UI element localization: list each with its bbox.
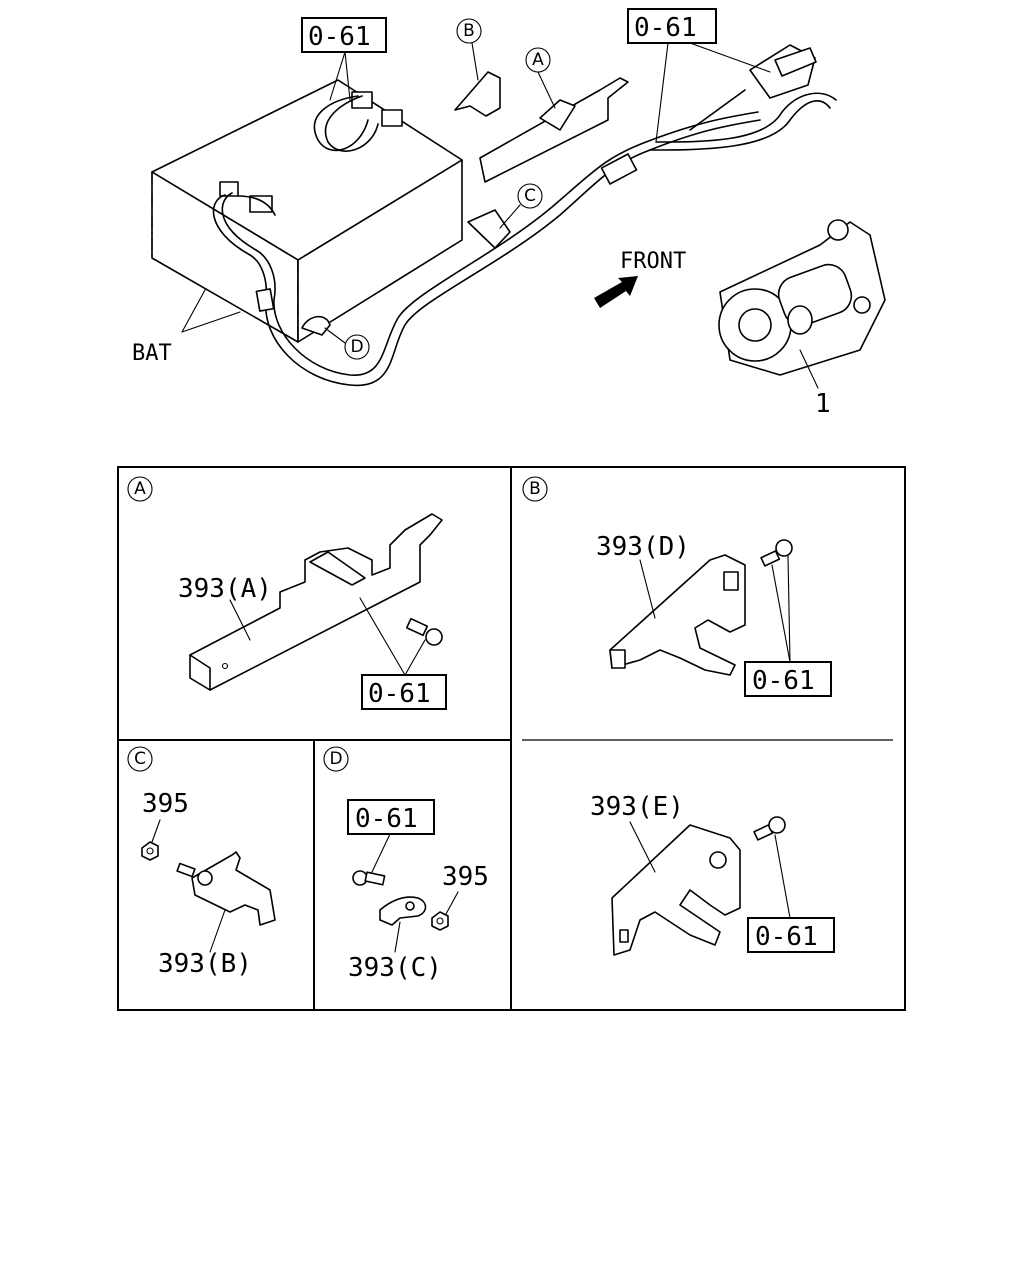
fastener-label-b-lower: 0-61 (755, 922, 818, 952)
panel-marker-c: C (134, 749, 146, 769)
bolt-0-61-d (352, 870, 386, 886)
bracket-393e (611, 824, 741, 956)
detail-ref-b: B (456, 18, 482, 81)
starter-ref-label: 1 (815, 389, 831, 419)
part-label-393a: 393(A) (178, 574, 272, 604)
detail-ref-c: C (499, 183, 543, 229)
panel-b: B 393(D) 0-61 393(E) 0-61 (522, 476, 835, 956)
front-arrow-icon (594, 276, 638, 308)
fastener-label-b-upper: 0-61 (752, 666, 815, 696)
terminal-post (219, 181, 239, 197)
fastener-label-a: 0-61 (368, 679, 431, 709)
callout-box (347, 799, 435, 835)
terminal-post (381, 109, 403, 127)
nut-label-395-d: 395 (442, 862, 489, 892)
callout-box (744, 661, 832, 697)
panel-marker-d: D (329, 749, 342, 769)
battery (151, 79, 463, 343)
bat-label: BAT (132, 341, 172, 366)
battery-cable (212, 89, 837, 387)
bracket-393c (379, 896, 427, 926)
bolt-0-61-b-upper (760, 539, 793, 567)
callout-box (301, 17, 387, 53)
overview-bracket-b (454, 71, 501, 117)
callout-061-right: 0-61 (634, 13, 697, 43)
part-label-393d: 393(D) (596, 532, 690, 562)
svg-text:B: B (463, 21, 475, 41)
detail-panels (117, 466, 906, 1011)
callout-box (627, 8, 717, 44)
svg-text:A: A (532, 50, 544, 70)
bracket-393a (189, 513, 443, 691)
bolt-0-61-b-lower (753, 816, 786, 841)
detail-ref-d: D (324, 327, 370, 360)
bracket-393b (176, 851, 276, 926)
fastener-label-d: 0-61 (355, 804, 418, 834)
front-label: FRONT (620, 249, 686, 274)
callout-061-left: 0-61 (308, 22, 371, 52)
callout-box (361, 674, 447, 710)
panel-d: D 0-61 395 393(C) (323, 746, 489, 983)
nut-395-d (431, 911, 449, 931)
relay-box (749, 44, 817, 99)
part-label-393c: 393(C) (348, 953, 442, 983)
panel-marker-b: B (529, 479, 541, 499)
svg-text:C: C (524, 186, 536, 206)
part-label-393e: 393(E) (590, 792, 684, 822)
overview-bracket-d (301, 315, 331, 336)
starter-motor (718, 219, 886, 376)
nut-395-c (141, 841, 159, 861)
callout-box (747, 917, 835, 953)
panel-c: C 395 393(B) (127, 746, 276, 979)
nut-label-395-c: 395 (142, 789, 189, 819)
overview-bracket-c (467, 209, 511, 249)
terminal-post (249, 195, 273, 213)
panel-marker-a: A (134, 479, 146, 499)
panel-a: A 393(A) 0-61 (127, 476, 447, 710)
terminal-post (351, 91, 373, 109)
bracket-393d (609, 554, 746, 676)
overview-bracket-a (479, 77, 629, 183)
overview-illustration: FRONT BAT 1 0-61 0-61 B A C (132, 8, 886, 419)
part-label-393b: 393(B) (158, 949, 252, 979)
svg-text:D: D (350, 337, 363, 357)
bolt-0-61-a (405, 617, 443, 646)
detail-ref-a: A (525, 47, 556, 109)
